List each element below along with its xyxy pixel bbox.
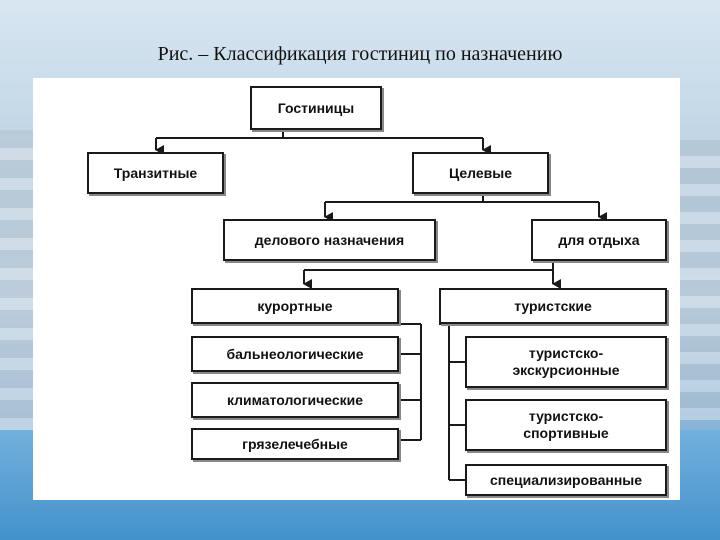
box-climatological: климатологические bbox=[191, 382, 399, 418]
box-tourist-excursion: туристско- экскурсионные bbox=[465, 336, 667, 388]
box-business: делового назначения bbox=[223, 219, 436, 261]
box-hotels-root: Гостиницы bbox=[250, 86, 382, 130]
diagram-boxes: Гостиницы Транзитные Целевые делового на… bbox=[33, 78, 680, 500]
box-tourist: туристские bbox=[439, 288, 667, 324]
background-building-right bbox=[680, 140, 720, 420]
box-target: Целевые bbox=[412, 152, 549, 194]
box-resort: курортные bbox=[191, 288, 399, 324]
box-specialized: специализированные bbox=[465, 464, 667, 496]
box-mud-cure: грязелечебные bbox=[191, 428, 399, 460]
box-transit: Транзитные bbox=[87, 152, 224, 194]
box-leisure: для отдыха bbox=[531, 219, 667, 261]
box-tourist-sport: туристско- спортивные bbox=[465, 399, 667, 451]
box-balneological: бальнеологические bbox=[191, 336, 399, 372]
connector-lines bbox=[155, 130, 607, 481]
figure-caption: Рис. – Классификация гостиниц по назначе… bbox=[157, 43, 563, 65]
